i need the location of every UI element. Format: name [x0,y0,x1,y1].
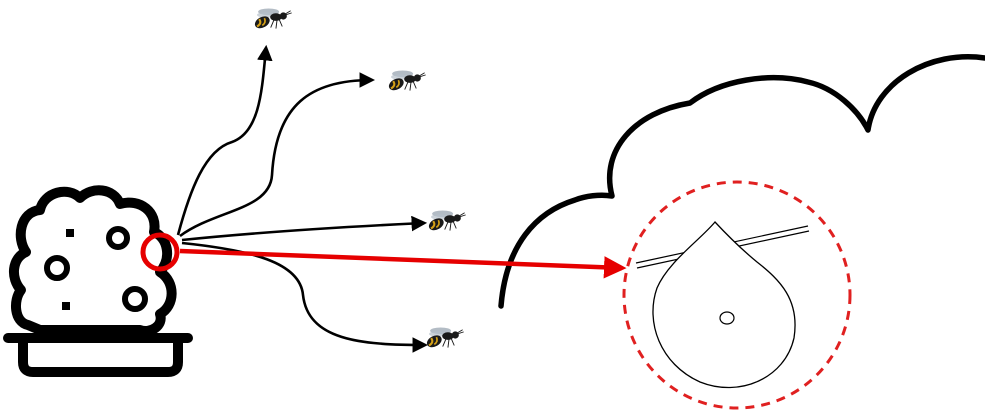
wasp-3 [425,209,467,234]
arrow-to-wasp-2 [179,72,376,238]
wasp-4 [423,326,465,351]
plant-dots [62,229,74,310]
cloud-outline [498,54,985,309]
arrow-to-wasp-3 [181,215,428,242]
droplet-icon [652,221,796,389]
zoom-detail [622,180,852,410]
arrow-to-wasp-1 [176,44,273,236]
wasp-2 [385,69,427,94]
wasp-1 [251,7,293,32]
highlight-spot [140,232,180,272]
droplet-pore [719,311,735,325]
plant-in-pot-icon [3,185,193,377]
red-arrow [179,248,627,279]
plant-markings [44,226,148,312]
flow-arrows [176,44,429,353]
